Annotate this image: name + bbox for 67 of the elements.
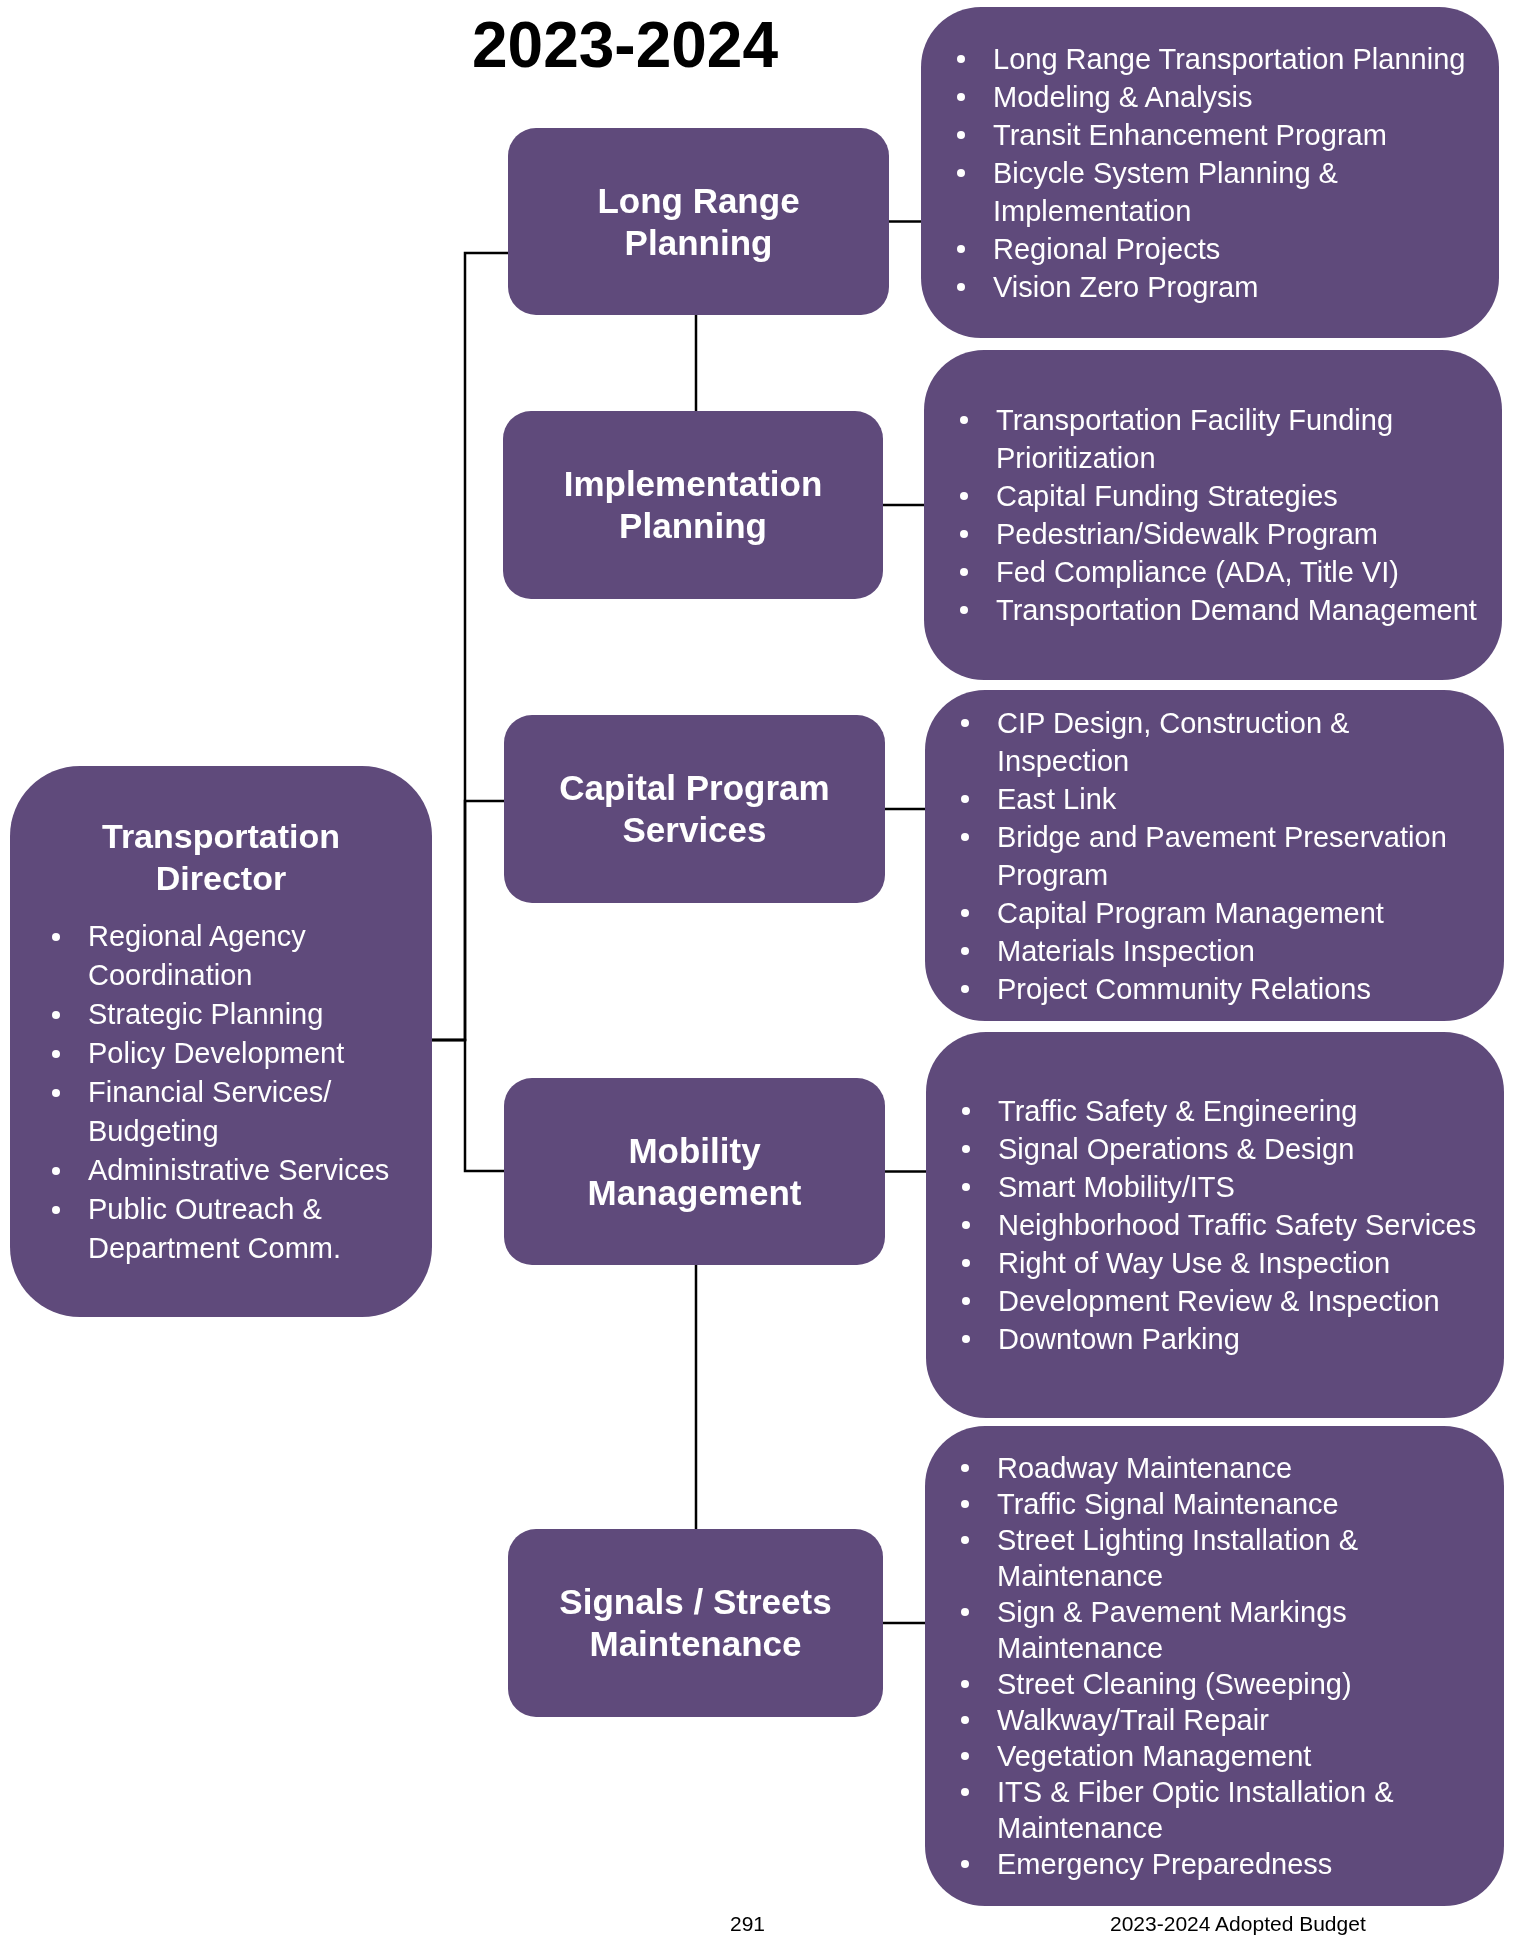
bullet-item: Project Community Relations [997, 971, 1371, 1007]
bullet-item: Financial Services/ Budgeting [88, 1075, 333, 1149]
bullet-item: Materials Inspection [997, 933, 1255, 969]
connector-line [694, 315, 698, 411]
director-title: Transportation Director [101, 816, 341, 899]
connector-line [883, 1621, 925, 1625]
bullet-item: Administrative Services [88, 1153, 390, 1188]
bullet-item: Capital Program Management [997, 895, 1384, 931]
bullet-item: Long Range Transportation Planning [993, 41, 1466, 77]
responsibilities-box [926, 1032, 1504, 1418]
bullet-item: Strategic Planning [88, 997, 324, 1032]
bullet-item: Vegetation Management [997, 1739, 1312, 1774]
connector-line [883, 503, 924, 507]
department-title: Implementation Planning [562, 463, 824, 547]
bullet-item: Pedestrian/Sidewalk Program [996, 517, 1378, 552]
bullet-item: Neighborhood Traffic Safety Services [998, 1208, 1477, 1243]
bullet-item: CIP Design, Construction & Inspection [997, 705, 1351, 779]
bullet-item: Sign & Pavement Markings Maintenance [997, 1595, 1348, 1666]
bullet-item: Smart Mobility/ITS [998, 1170, 1235, 1205]
bullet-item: Street Cleaning (Sweeping) [997, 1667, 1352, 1702]
department-title: Mobility Management [586, 1129, 803, 1214]
department-title: Long Range Planning [596, 179, 801, 264]
bullet-item: Vision Zero Program [993, 269, 1259, 305]
footer-text: 291 [730, 1912, 766, 1936]
bullet-item: Regional Agency Coordination [88, 919, 307, 993]
responsibilities-box [925, 1426, 1504, 1906]
bullet-item: Street Lighting Installation & Maintenance [997, 1523, 1360, 1594]
responsibilities-box [925, 690, 1504, 1021]
bullet-item: East Link [997, 781, 1117, 817]
bullet-item: Policy Development [88, 1036, 345, 1071]
connector-line [889, 220, 921, 223]
connector-line [432, 1038, 504, 1173]
connector-line [885, 807, 925, 811]
bullet-item: Right of Way Use & Inspection [998, 1246, 1391, 1281]
bullet-item: Transportation Demand Management [996, 593, 1477, 628]
bullet-item: Signal Operations & Design [998, 1132, 1355, 1167]
bullet-item: Transportation Facility Funding Prioritization [996, 403, 1395, 476]
bullet-item: Public Outreach & Department Comm. [88, 1192, 342, 1266]
department-box [503, 411, 883, 599]
bullet-item: Transit Enhancement Program [993, 117, 1387, 153]
bullet-item: Development Review & Inspection [998, 1284, 1440, 1319]
department-title: Signals / Streets Maintenance [558, 1581, 833, 1665]
bullet-item: Regional Projects [993, 231, 1221, 267]
bullet-item: Bicycle System Planning & Implementation [993, 155, 1339, 229]
bullet-item: Emergency Preparedness [997, 1847, 1333, 1882]
title: 2023-2024 [470, 10, 780, 81]
bullet-item: Downtown Parking [998, 1322, 1240, 1357]
department-box [504, 715, 885, 903]
bullet-item: Modeling & Analysis [993, 79, 1253, 115]
connector-line [694, 1265, 698, 1529]
department-box [504, 1078, 885, 1265]
bullet-item: Walkway/Trail Repair [997, 1703, 1269, 1738]
footer-text: 2023-2024 Adopted Budget [1110, 1912, 1366, 1936]
bullet-item: Capital Funding Strategies [996, 479, 1338, 514]
department-box [508, 128, 889, 315]
bullet-item: Bridge and Pavement Preservation Program [997, 819, 1448, 893]
bullet-item: Traffic Safety & Engineering [998, 1094, 1358, 1129]
department-title: Capital Program Services [558, 767, 831, 851]
bullet-item: Fed Compliance (ADA, Title VI) [996, 555, 1399, 590]
director-box [10, 766, 432, 1317]
department-box [508, 1529, 883, 1717]
bullet-item: Traffic Signal Maintenance [997, 1487, 1339, 1522]
responsibilities-box [921, 7, 1499, 338]
responsibilities-box [924, 350, 1502, 680]
bullet-item: ITS & Fiber Optic Installation & Maintenance [997, 1775, 1395, 1846]
bullet-item: Roadway Maintenance [997, 1451, 1292, 1486]
connector-line [885, 1170, 926, 1173]
